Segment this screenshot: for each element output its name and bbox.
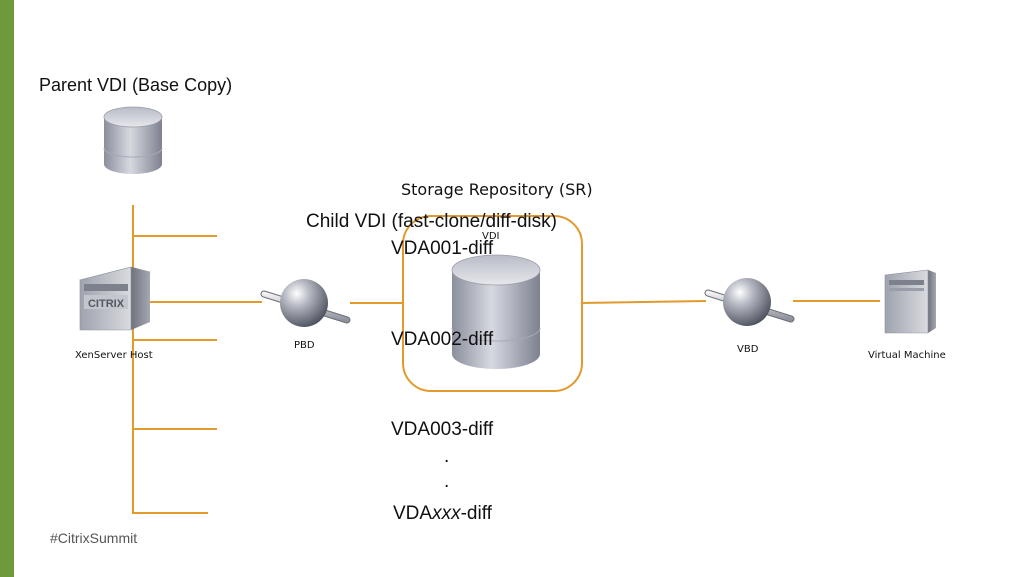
connector-lines xyxy=(132,205,880,514)
diff-disk-label: VDA003-diff xyxy=(391,419,494,440)
database-icon xyxy=(451,254,541,369)
vbd-label: VBD xyxy=(737,344,759,355)
vm-label: Virtual Machine xyxy=(868,350,946,361)
diff-disk-label: VDA001-diff xyxy=(391,238,494,259)
host-label: XenServer Host xyxy=(75,350,153,361)
database-icon xyxy=(103,106,163,174)
sr-label: Storage Repository (SR) xyxy=(401,180,593,199)
connector-icon xyxy=(704,278,795,326)
sr-box xyxy=(402,215,583,392)
child-vdi-label: Child VDI (fast-clone/diff-disk) xyxy=(306,211,557,232)
footer-hashtag: #CitrixSummit xyxy=(50,530,138,546)
vdi-label: VDI xyxy=(482,231,500,242)
pbd-label: PBD xyxy=(294,340,315,351)
connector-icon xyxy=(260,279,351,327)
ellipsis-dot: . xyxy=(444,471,450,492)
host-logo: CITRIX xyxy=(88,298,125,310)
server-icon: CITRIX xyxy=(78,266,152,331)
ellipsis-dot: . xyxy=(444,446,450,467)
sr-to-vbd-line xyxy=(581,300,707,304)
parent-vdi-label: Parent VDI (Base Copy) xyxy=(39,75,233,95)
virtual-machine-icon xyxy=(884,269,936,334)
diff-disk-label-last: VDAxxx-diff xyxy=(393,503,492,525)
accent-bar xyxy=(0,0,14,577)
diff-suffix: -diff xyxy=(460,503,492,524)
diff-disk-label: VDA002-diff xyxy=(391,329,494,350)
diff-italic: xxx xyxy=(432,503,461,524)
diff-prefix: VDA xyxy=(393,503,433,524)
